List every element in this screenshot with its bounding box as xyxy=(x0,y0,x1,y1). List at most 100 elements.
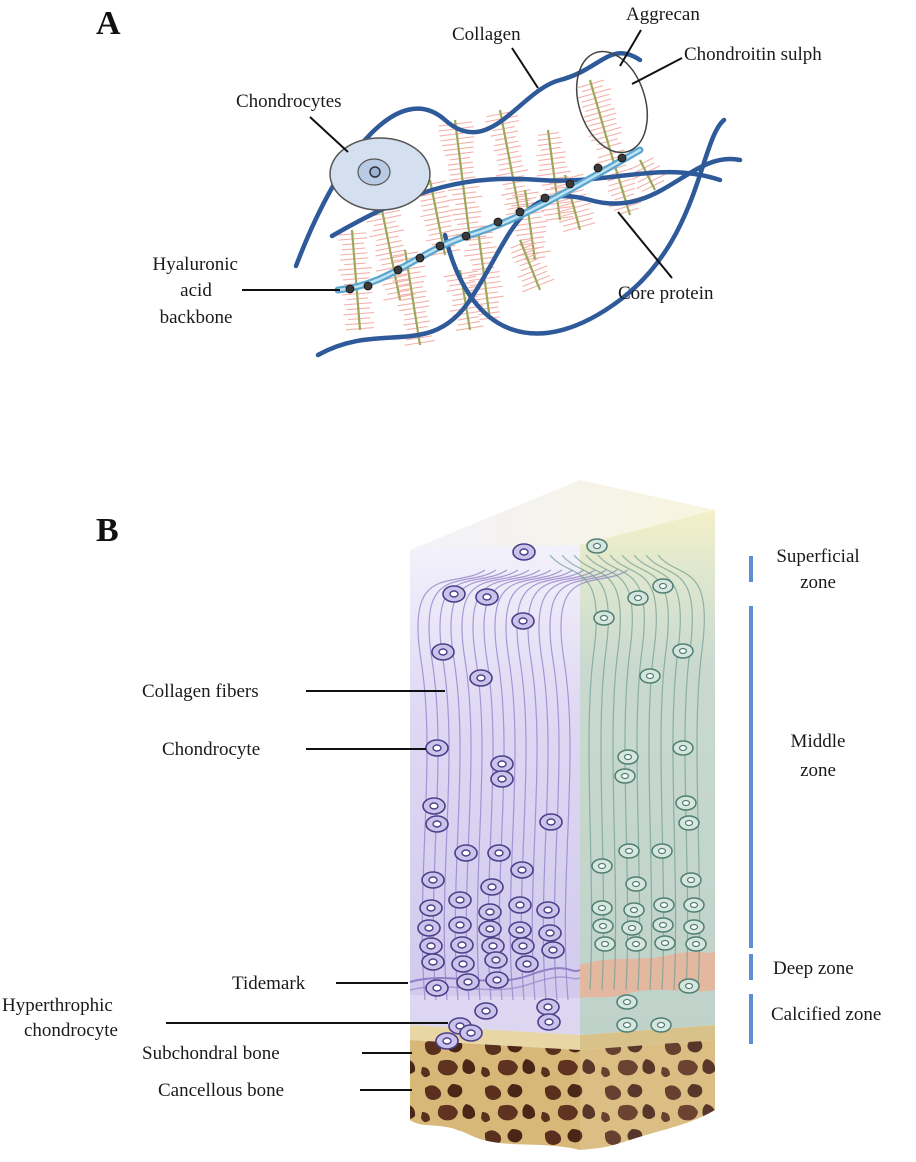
chondrocyte-cell xyxy=(536,998,560,1016)
chondrocyte-cell xyxy=(480,878,504,896)
chondrocyte-cell-a xyxy=(329,137,431,211)
chondrocyte-cell xyxy=(448,916,472,934)
link-protein xyxy=(345,284,355,294)
chondrocyte-cell xyxy=(431,643,455,661)
label-chondrocyte: Chondrocyte xyxy=(162,739,260,760)
chondrocyte-cell xyxy=(652,578,674,594)
chondrocyte-cell xyxy=(442,585,466,603)
label-hyperthrophic-line2: chondrocyte xyxy=(24,1020,118,1041)
chondrocyte-cell xyxy=(448,891,472,909)
chondrocyte-cell xyxy=(586,538,608,554)
link-protein xyxy=(540,193,550,203)
link-protein xyxy=(461,231,471,241)
leader-lines-a xyxy=(242,29,683,291)
chondrocyte-cell xyxy=(490,770,514,788)
leader-lines-b xyxy=(166,690,448,1091)
chondrocyte-cell xyxy=(678,815,700,831)
link-protein xyxy=(493,217,503,227)
label-aggrecan: Aggrecan xyxy=(626,4,700,25)
link-protein xyxy=(593,163,603,173)
chondrocyte-cell xyxy=(623,902,645,918)
chondrocyte-cell xyxy=(617,749,639,765)
chondrocyte-cell xyxy=(627,590,649,606)
label-tidemark: Tidemark xyxy=(232,973,306,994)
chondrocyte-cell xyxy=(592,918,614,934)
chondrocyte-cell xyxy=(510,861,534,879)
link-protein xyxy=(393,265,403,275)
chondrocyte-cell xyxy=(474,1002,498,1020)
label-hyaluronic-line3: backbone xyxy=(160,307,233,328)
chondrocyte-cell xyxy=(680,872,702,888)
chondrocyte-cell xyxy=(621,920,643,936)
link-protein xyxy=(515,207,525,217)
chondrocyte-cell xyxy=(678,978,700,994)
link-protein xyxy=(435,241,445,251)
chondrocyte-cell xyxy=(417,919,441,937)
chondrocyte-cell xyxy=(484,951,508,969)
chondrocyte-cell xyxy=(652,917,674,933)
zone-bar-middle xyxy=(749,606,753,948)
zone-superficial-line1: Superficial xyxy=(776,546,859,567)
chondrocyte-cell xyxy=(435,1032,459,1050)
label-hyperthrophic-line1: Hyperthrophic xyxy=(2,995,113,1016)
chondrocyte-cell xyxy=(616,994,638,1010)
chondrocyte-cell xyxy=(591,858,613,874)
chondrocyte-cell xyxy=(425,979,449,997)
zone-bar-calcified xyxy=(749,994,753,1044)
label-subchondral-bone: Subchondral bone xyxy=(142,1043,280,1064)
chondrocyte-cell xyxy=(675,795,697,811)
zone-deep: Deep zone xyxy=(773,958,854,979)
chondrocyte-cell xyxy=(515,955,539,973)
label-cancellous-bone: Cancellous bone xyxy=(158,1080,284,1101)
chondrocyte-cell xyxy=(683,897,705,913)
chondrocyte-cell xyxy=(421,871,445,889)
cartilage-top-face xyxy=(410,480,715,550)
zone-middle-line2: zone xyxy=(800,760,836,781)
subchondral-bone-side xyxy=(580,1025,715,1050)
chondrocyte-cell xyxy=(487,844,511,862)
chondrocyte-cell xyxy=(593,610,615,626)
zone-bar-superficial xyxy=(749,556,753,582)
chondrocyte-cell xyxy=(614,768,636,784)
cartilage-side-face xyxy=(580,510,715,1035)
zone-bar-deep xyxy=(749,954,753,980)
chondrocyte-cell xyxy=(512,543,536,561)
chondrocyte-cell xyxy=(511,937,535,955)
chondrocyte-cell xyxy=(541,941,565,959)
zone-superficial-line2: zone xyxy=(800,572,836,593)
chondrocyte-cell xyxy=(425,815,449,833)
link-protein xyxy=(565,179,575,189)
zone-calcified: Calcified zone xyxy=(771,1004,881,1025)
chondrocyte-cell xyxy=(508,921,532,939)
chondrocyte-cell xyxy=(651,843,673,859)
chondrocyte-cell xyxy=(538,924,562,942)
chondrocyte-cell xyxy=(419,937,443,955)
chondrocyte-cell xyxy=(672,643,694,659)
chondrocyte-cell xyxy=(511,612,535,630)
link-proteins xyxy=(345,153,627,294)
chondrocyte-cell xyxy=(653,897,675,913)
chondrocyte-cell xyxy=(539,813,563,831)
chondrocyte-cell xyxy=(508,896,532,914)
label-chondroitin-sulph: Chondroitin sulph xyxy=(684,44,822,65)
chondrocyte-cell xyxy=(454,844,478,862)
chondrocyte-cell xyxy=(594,936,616,952)
chondrocyte-cell xyxy=(422,797,446,815)
chondrocyte-cell xyxy=(650,1017,672,1033)
chondrocyte-cell xyxy=(459,1024,483,1042)
chondrocyte-cell xyxy=(490,755,514,773)
cancellous-bone-side xyxy=(580,1040,715,1150)
label-hyaluronic-line1: Hyaluronic xyxy=(153,254,238,275)
chondrocyte-cell xyxy=(591,900,613,916)
chondrocyte-cell xyxy=(625,936,647,952)
chondrocyte-cell xyxy=(537,1013,561,1031)
chondrocyte-cell xyxy=(456,973,480,991)
chondrocyte-cell xyxy=(618,843,640,859)
chondrocyte-cell xyxy=(425,739,449,757)
panel-a-letter: A xyxy=(96,5,121,42)
label-collagen: Collagen xyxy=(452,24,521,45)
zone-middle-line1: Middle xyxy=(791,731,846,752)
label-collagen-fibers: Collagen fibers xyxy=(142,681,259,702)
label-chondrocytes: Chondrocytes xyxy=(236,91,342,112)
